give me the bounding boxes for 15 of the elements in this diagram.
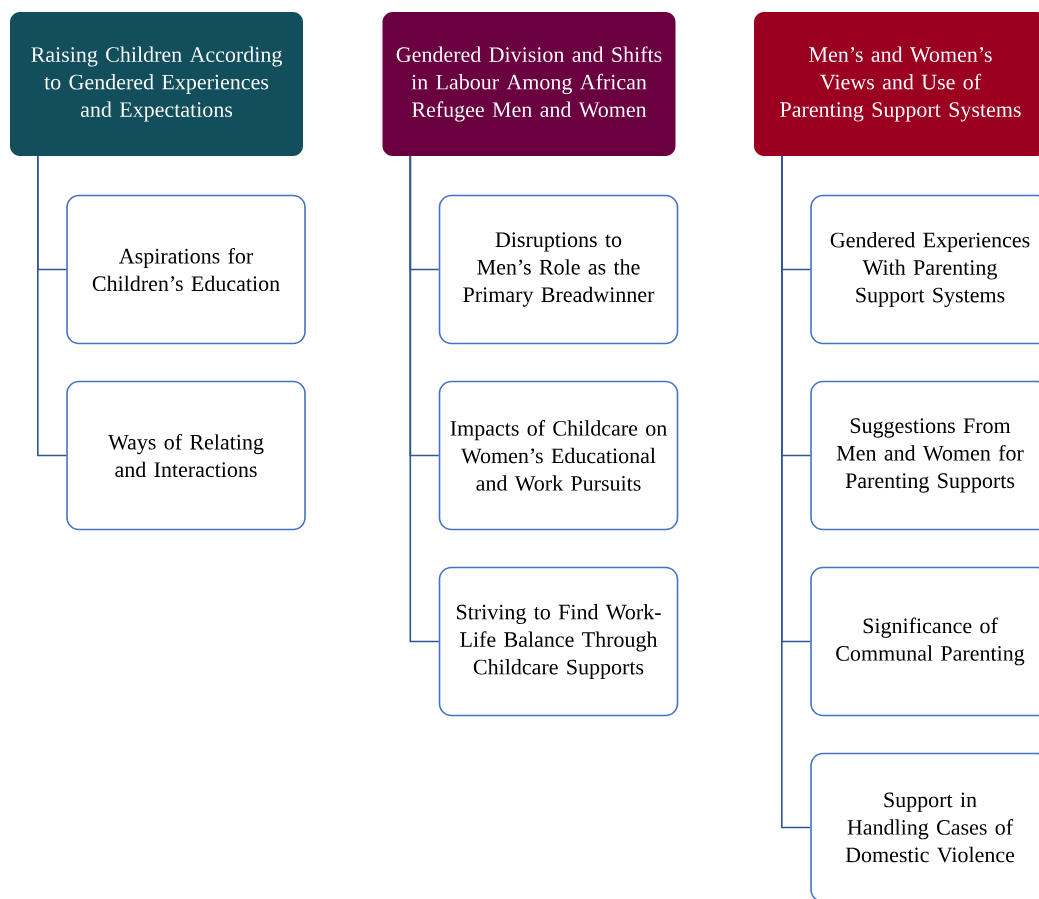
subtheme-box: Significance of Communal Parenting: [810, 566, 1039, 717]
connector-line: [781, 155, 811, 829]
subtheme-box: Support in Handling Cases of Domestic Violence: [810, 752, 1039, 899]
subtheme-box: Aspirations for Children’s Education: [66, 194, 306, 345]
subtheme-box: Striving to Find Work-Life Balance Through Childcare Supports: [438, 566, 679, 717]
heading-box: Gendered Division and Shifts in Labour Among African Refugee Men and Women: [382, 12, 676, 156]
subtheme-box: Impacts of Childcare on Women’s Educational and Work Pursuits: [438, 380, 679, 531]
heading-box: Raising Children According to Gendered Experiences and Expectations: [10, 12, 303, 156]
subtheme-box: Disruptions to Men’s Role as the Primary Breadwinner: [438, 194, 679, 345]
subtheme-box: Ways of Relating and Interactions: [66, 380, 306, 531]
connector-line: [37, 155, 67, 457]
connector-line: [409, 155, 440, 643]
heading-box: Men’s and Women’s Views and Use of Parenting Support Systems: [754, 12, 1039, 156]
subtheme-box: Gendered Experiences With Parenting Support Systems: [810, 194, 1039, 345]
subtheme-box: Suggestions From Men and Women for Parenting Supports: [810, 380, 1039, 531]
